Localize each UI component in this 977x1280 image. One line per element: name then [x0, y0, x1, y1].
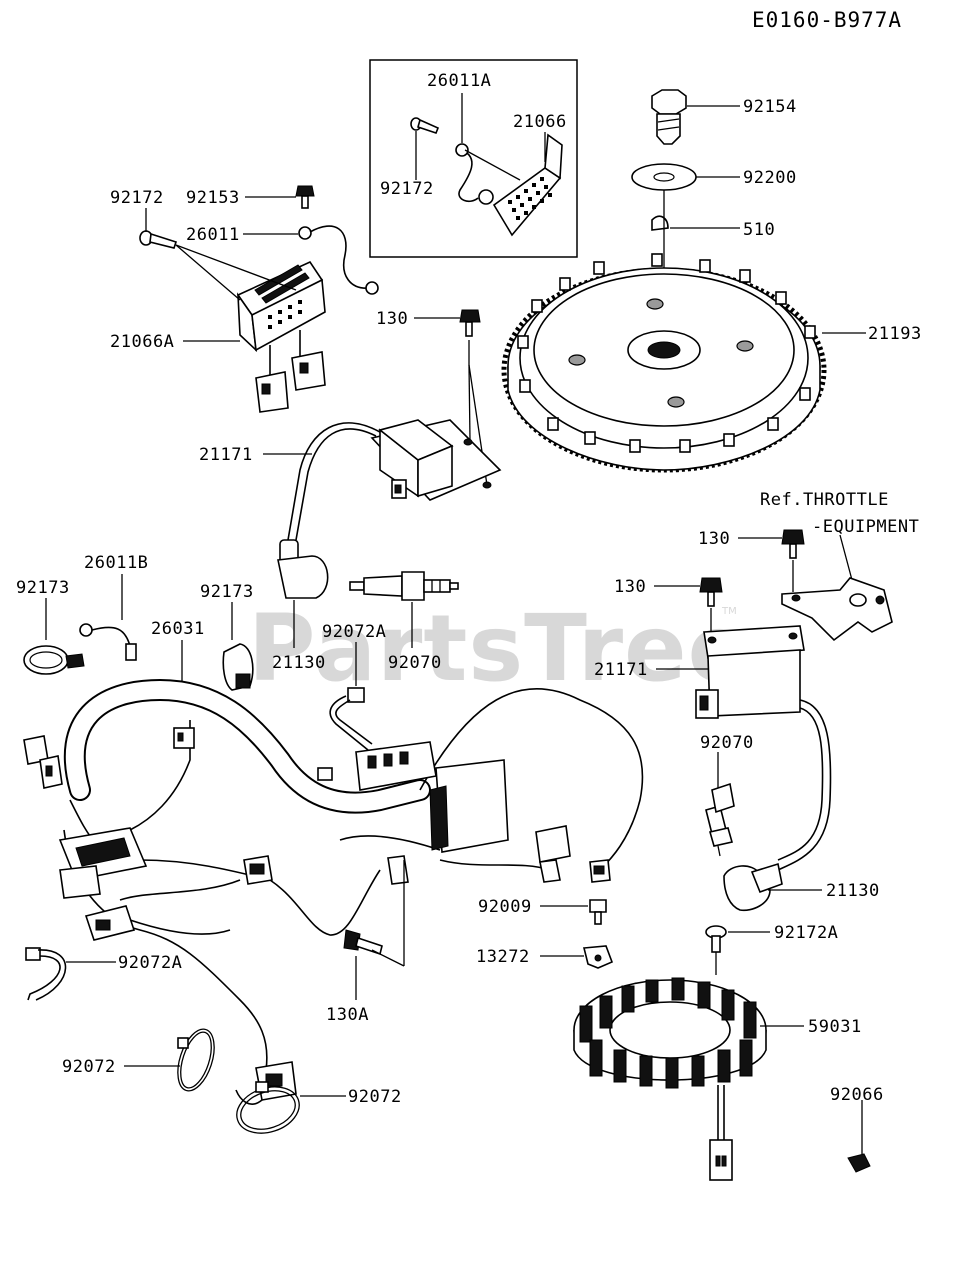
spark-plug-92070-right-part[interactable]	[705, 782, 735, 857]
bracket-throttle-part	[781, 577, 893, 642]
label-92153[interactable]: 92153	[186, 188, 240, 208]
label-21130-right[interactable]: 21130	[826, 881, 880, 901]
label-92072-bottom[interactable]: 92072	[348, 1087, 402, 1107]
hv-lead-top-outline	[295, 428, 377, 541]
label-92070-top[interactable]: 92070	[388, 653, 442, 673]
label-510[interactable]: 510	[743, 220, 775, 240]
regulator-21066A-assembly	[139, 185, 379, 413]
hv-lead-right	[777, 699, 832, 871]
washer-92200-part[interactable]	[631, 163, 697, 191]
label-130-right2[interactable]: 130	[614, 577, 646, 597]
watermark-trademark: TM	[721, 606, 737, 617]
label-130-right1[interactable]: 130	[698, 529, 730, 549]
inset-box-regulator-alt	[369, 59, 578, 258]
label-92154[interactable]: 92154	[743, 97, 797, 117]
stator-connector-part	[709, 1139, 733, 1181]
diagram-code: E0160-B977A	[752, 8, 902, 32]
label-26011B[interactable]: 26011B	[84, 553, 148, 573]
reference-note-line2: -EQUIPMENT	[812, 517, 919, 537]
ignition-coil-21171-top-part[interactable]	[370, 419, 502, 501]
watermark: PartsTree	[248, 595, 751, 702]
screw-92172A-part[interactable]	[705, 925, 727, 953]
ground-wire-26011B-part[interactable]	[79, 623, 137, 661]
reference-note-line1: Ref.THROTTLE	[760, 490, 889, 510]
label-59031[interactable]: 59031	[808, 1017, 862, 1037]
label-21171-top[interactable]: 21171	[199, 445, 253, 465]
regulator-21066-part[interactable]	[492, 133, 563, 237]
label-92173-left[interactable]: 92173	[16, 578, 70, 598]
label-92070-right[interactable]: 92070	[700, 733, 754, 753]
bolt-92153-part[interactable]	[295, 185, 315, 209]
label-130-top[interactable]: 130	[376, 309, 408, 329]
cable-tie-92072A-left-part[interactable]	[25, 947, 67, 1001]
ground-wire-26011	[309, 225, 371, 289]
label-92009[interactable]: 92009	[478, 897, 532, 917]
flywheel-21193-part[interactable]	[501, 253, 827, 473]
plug-cap-21130-right-part[interactable]	[723, 862, 783, 912]
band-92072-bottom-part[interactable]	[231, 1079, 305, 1141]
label-92172A[interactable]: 92172A	[774, 923, 838, 943]
nut-92066-part[interactable]	[847, 1153, 871, 1173]
label-92072-left[interactable]: 92072	[62, 1057, 116, 1077]
label-92200[interactable]: 92200	[743, 168, 797, 188]
label-92172-inset[interactable]: 92172	[380, 179, 434, 199]
bolt-130-right2-part[interactable]	[699, 577, 723, 607]
spark-plug-92070-top-part[interactable]	[349, 571, 459, 601]
label-21066A[interactable]: 21066A	[110, 332, 174, 352]
label-26011[interactable]: 26011	[186, 225, 240, 245]
label-92072A-left[interactable]: 92072A	[118, 953, 182, 973]
bolt-92009-part[interactable]	[589, 899, 607, 925]
bolt-92154-part[interactable]	[651, 89, 687, 145]
washer-26011-part[interactable]	[298, 226, 312, 240]
bolt-92172-inset-part[interactable]	[410, 117, 440, 134]
regulator-21066A-part[interactable]	[236, 260, 326, 413]
label-92072A-top[interactable]: 92072A	[322, 622, 386, 642]
label-26031[interactable]: 26031	[151, 619, 205, 639]
key-510-part[interactable]	[651, 215, 669, 231]
bolt-130-right1-part[interactable]	[781, 529, 805, 559]
bolt-130A-part[interactable]	[343, 929, 383, 956]
cable-tie-92072A-top-part[interactable]	[329, 687, 373, 751]
band-92072-left-part[interactable]	[171, 1025, 221, 1096]
bolt-130-top-part[interactable]	[459, 309, 481, 337]
ground-wire-26011A[interactable]	[458, 149, 479, 202]
plug-cap-21130-top-part[interactable]	[277, 539, 329, 599]
label-92172[interactable]: 92172	[110, 188, 164, 208]
label-21066[interactable]: 21066	[513, 112, 567, 132]
screw-92172-part[interactable]	[139, 230, 178, 249]
label-21130-top[interactable]: 21130	[272, 653, 326, 673]
label-13272[interactable]: 13272	[476, 947, 530, 967]
label-21193[interactable]: 21193	[868, 324, 922, 344]
label-26011A[interactable]: 26011A	[427, 71, 491, 91]
clamp-92173-left-part[interactable]	[23, 645, 85, 675]
label-130A[interactable]: 130A	[326, 1005, 369, 1025]
label-92173-mid[interactable]: 92173	[200, 582, 254, 602]
stator-59031-part[interactable]	[573, 977, 767, 1089]
clamp-92173-mid-part[interactable]	[222, 643, 254, 691]
label-21171-right[interactable]: 21171	[594, 660, 648, 680]
wiring-harness-26031-part[interactable]	[23, 679, 644, 1105]
ignition-coil-21171-right-part[interactable]	[695, 625, 805, 719]
hv-lead-top	[287, 422, 381, 541]
hv-lead-right-outline	[777, 707, 824, 861]
clamp-13272-part[interactable]	[582, 945, 614, 969]
label-92066[interactable]: 92066	[830, 1085, 884, 1105]
